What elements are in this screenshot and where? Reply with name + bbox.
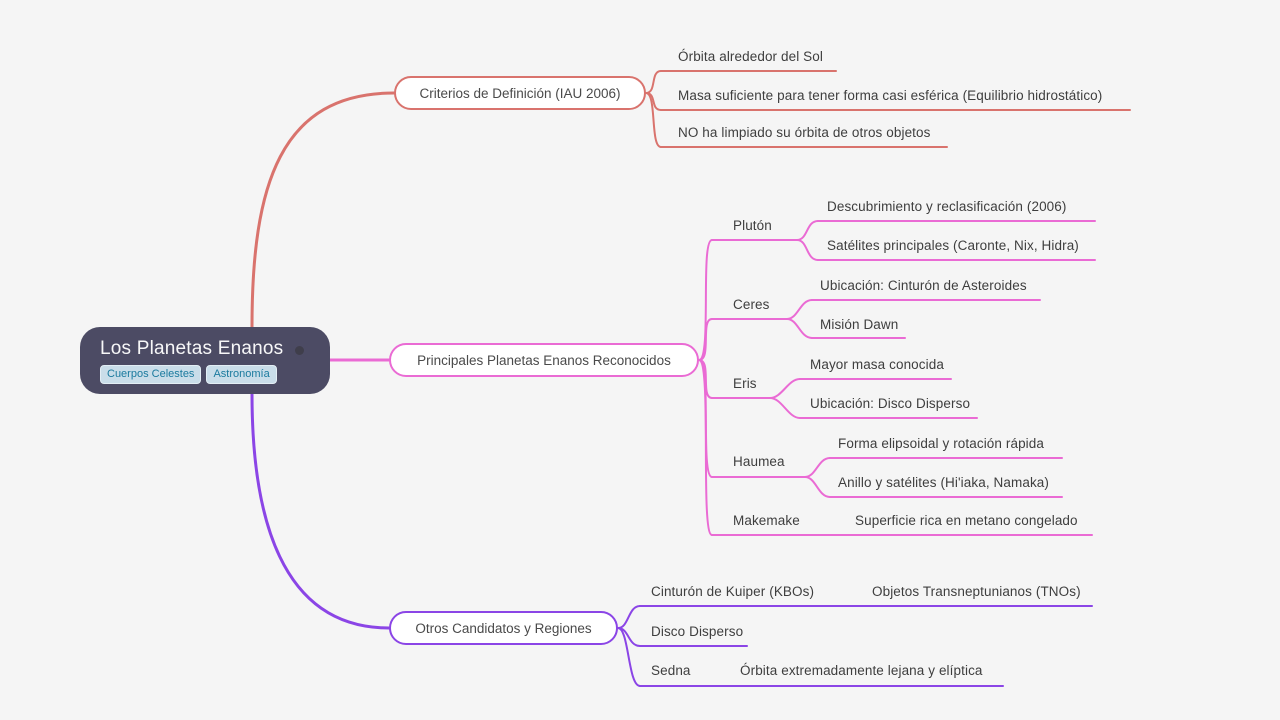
branch-principales-links [328,220,1096,536]
node-sedna-orbita[interactable]: Órbita extremadamente lejana y elíptica [740,663,983,678]
node-objetos-transneptunianos[interactable]: Objetos Transneptunianos (TNOs) [872,584,1081,599]
root-title-row: Los Planetas Enanos [100,337,312,361]
collapse-dot-icon[interactable] [295,345,305,355]
branch-otros-links [250,392,1093,687]
link-path [645,92,662,148]
node-ceres-mision-dawn[interactable]: Misión Dawn [820,317,899,332]
node-principales-planetas[interactable]: Principales Planetas Enanos Reconocidos [389,343,699,377]
node-eris-mayor-masa[interactable]: Mayor masa conocida [810,357,944,372]
node-label: Principales Planetas Enanos Reconocidos [417,352,671,368]
node-ceres-ubicacion[interactable]: Ubicación: Cinturón de Asteroides [820,278,1027,293]
node-cinturon-kuiper[interactable]: Cinturón de Kuiper (KBOs) [651,584,815,599]
node-label: Criterios de Definición (IAU 2006) [419,85,621,101]
root-tags: Cuerpos Celestes Astronomía [100,365,312,384]
node-haumea[interactable]: Haumea [733,454,785,469]
link-path [698,318,713,361]
node-makemake-superficie[interactable]: Superficie rica en metano congelado [855,513,1078,528]
root-node[interactable]: Los Planetas Enanos Cuerpos Celestes Ast… [80,327,330,394]
link-path [804,457,831,478]
link-path [250,91,396,329]
node-sedna[interactable]: Sedna [651,663,691,678]
node-pluton-descubrimiento[interactable]: Descubrimiento y reclasificación (2006) [827,199,1067,214]
link-path [645,92,662,111]
node-masa-suficiente[interactable]: Masa suficiente para tener forma casi es… [678,88,1103,103]
link-path [645,70,662,94]
node-criterios-definicion[interactable]: Criterios de Definición (IAU 2006) [394,76,646,110]
node-eris[interactable]: Eris [733,376,757,391]
link-path [698,359,713,536]
node-pluton[interactable]: Plutón [733,218,772,233]
node-otros-candidatos[interactable]: Otros Candidatos y Regiones [389,611,618,645]
node-disco-disperso[interactable]: Disco Disperso [651,624,744,639]
link-path [769,378,801,399]
link-path [786,318,813,339]
link-path [617,605,641,629]
tag-astronomia: Astronomía [206,365,277,384]
link-path [804,476,831,498]
node-makemake[interactable]: Makemake [733,513,800,528]
link-path [250,392,391,630]
root-title: Los Planetas Enanos [100,338,284,359]
link-path [698,239,713,361]
node-no-limpiado-orbita[interactable]: NO ha limpiado su órbita de otros objeto… [678,125,931,140]
link-path [769,397,801,419]
branch-criterios-links [250,70,1131,329]
link-path [796,239,819,261]
link-path [617,627,641,687]
node-haumea-anillo[interactable]: Anillo y satélites (Hi'iaka, Namaka) [838,475,1049,490]
node-ceres[interactable]: Ceres [733,297,770,312]
node-label: Otros Candidatos y Regiones [415,620,592,636]
node-haumea-forma[interactable]: Forma elipsoidal y rotación rápida [838,436,1044,451]
node-eris-ubicacion[interactable]: Ubicación: Disco Disperso [810,396,971,411]
node-pluton-satelites[interactable]: Satélites principales (Caronte, Nix, Hid… [827,238,1079,253]
node-orbita-sol[interactable]: Órbita alrededor del Sol [678,49,823,64]
link-path [796,220,819,241]
link-path [786,299,813,320]
tag-cuerpos-celestes: Cuerpos Celestes [100,365,202,384]
